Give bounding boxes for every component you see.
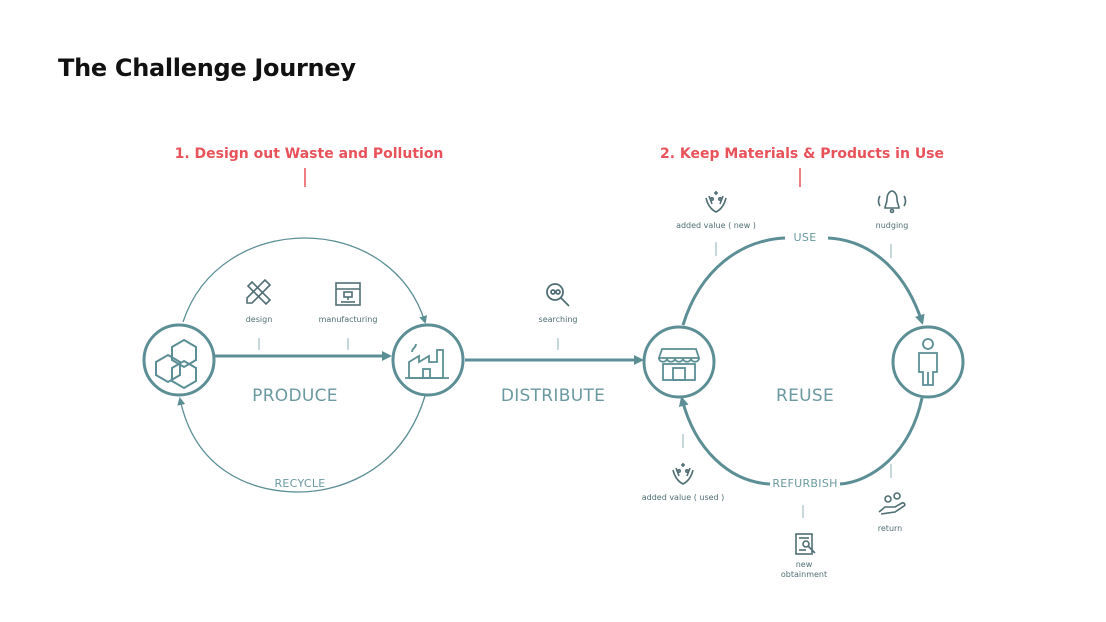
stage-reuse: REUSE: [775, 386, 835, 406]
stage-distribute: DISTRIBUTE: [500, 386, 606, 406]
phase-2-label: 2. Keep Materials & Products in Use: [659, 146, 945, 162]
caption-added-value-new: added value ( new ): [676, 221, 756, 230]
refurbish-arc: [839, 397, 924, 486]
pencil-ruler-icon: [246, 278, 272, 306]
caption-added-value-used: added value ( used ): [641, 493, 725, 502]
hexagon-molecule-icon: [155, 338, 197, 390]
stage-produce: PRODUCE: [252, 386, 338, 406]
factory-node: [391, 323, 465, 397]
caption-design: design: [245, 315, 273, 324]
person-icon: [918, 338, 938, 386]
caption-searching: searching: [538, 315, 578, 324]
factory-icon: [405, 343, 449, 379]
3d-printer-icon: [335, 282, 361, 306]
hands-sparkle-icon: [705, 191, 727, 213]
caption-manufacturing: manufacturing: [318, 315, 378, 324]
caption-return: return: [877, 524, 903, 533]
hands-sparkle-used-icon: [672, 463, 694, 485]
phase-1-label: 1. Design out Waste and Pollution: [174, 146, 444, 162]
arc-label-use: USE: [793, 231, 817, 244]
caption-new-obtainment-line1: new: [795, 560, 813, 569]
magnifier-icon: [546, 283, 570, 307]
arc-label-refurbish: REFURBISH: [772, 477, 838, 490]
caption-new-obtainment-line2: obtainment: [780, 570, 828, 579]
arc-label-recycle: RECYCLE: [274, 477, 326, 490]
caption-nudging: nudging: [875, 221, 909, 230]
use-arc: [681, 236, 786, 326]
recycle-arc: [177, 395, 426, 493]
page-title: The Challenge Journey: [58, 54, 356, 82]
bell-icon: [877, 190, 907, 214]
refurbish-arc-left: [678, 396, 771, 486]
document-search-icon: [795, 533, 816, 555]
use-arc-right: [827, 236, 925, 325]
produce-top-arc: [182, 237, 428, 324]
hand-return-icon: [878, 492, 906, 515]
store-icon: [657, 348, 701, 381]
user-node: [891, 325, 965, 399]
